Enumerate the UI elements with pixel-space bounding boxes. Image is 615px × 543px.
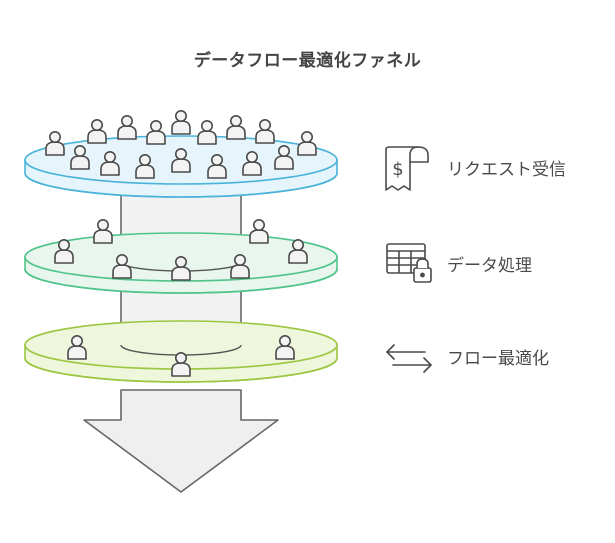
user-icon bbox=[255, 119, 275, 144]
user-icon bbox=[197, 120, 217, 145]
diagram-title: データフロー最適化ファネル bbox=[193, 51, 422, 70]
user-icon bbox=[297, 131, 317, 156]
receipt-dollar-icon: $ bbox=[385, 146, 429, 191]
legend-label-data-processing: データ処理 bbox=[447, 255, 532, 276]
swap-arrows-icon bbox=[386, 344, 432, 373]
legend-label-flow-optimization: フロー最適化 bbox=[447, 349, 549, 369]
user-icon bbox=[249, 219, 269, 244]
user-icon bbox=[87, 119, 107, 144]
funnel-arrow bbox=[83, 389, 279, 493]
user-icon bbox=[171, 110, 191, 135]
svg-text:$: $ bbox=[392, 159, 403, 180]
legend-label-request-receipt: リクエスト受信 bbox=[447, 160, 566, 180]
user-icon bbox=[226, 115, 246, 140]
user-icon bbox=[45, 131, 65, 156]
user-icon bbox=[93, 219, 113, 244]
user-icon bbox=[117, 115, 137, 140]
table-lock-icon bbox=[386, 243, 432, 283]
user-icon bbox=[146, 120, 166, 145]
